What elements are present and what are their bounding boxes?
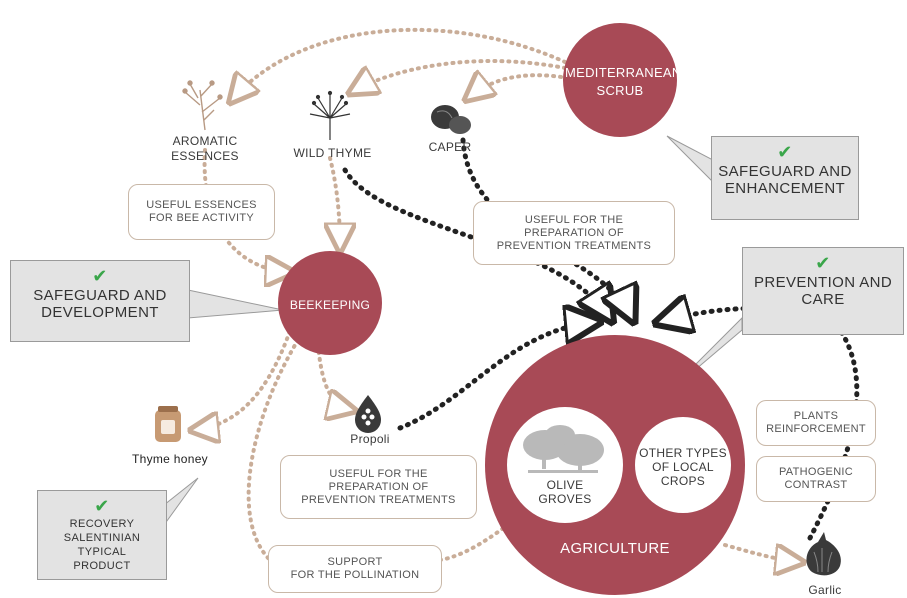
agriculture-to-garlic-link (723, 543, 800, 562)
scrub-to-caper-link (468, 75, 570, 98)
other-crops-circle (635, 417, 731, 513)
garlic-icon (806, 532, 841, 576)
note-pathogenic-contrast: PATHOGENIC CONTRAST (756, 456, 876, 502)
note-bee-essences: USEFUL ESSENCES FOR BEE ACTIVITY (128, 184, 275, 240)
beekeeping-label: BEEKEEPING (289, 298, 371, 312)
propoli-to-agriculture-link (397, 322, 596, 431)
callout-recovery: ✔ RECOVERY SALENTINIAN TYPICAL PRODUCT (37, 490, 167, 580)
callout-safeguard-development: ✔ SAFEGUARD AND DEVELOPMENT (10, 260, 190, 342)
scrub-to-thyme-link (352, 59, 567, 92)
thyme-to-beekeeping-link (330, 156, 340, 248)
note-plants-reinforcement: PLANTS REINFORCEMENT (756, 400, 876, 446)
callout-pointer-development (187, 289, 284, 319)
callout-pointer-enhancement (666, 135, 714, 184)
propoli-drop-icon (355, 395, 381, 433)
caper-icon (431, 105, 471, 134)
garlic-label: Garlic (808, 583, 842, 597)
caper-label: CAPER (428, 140, 472, 154)
olive-trees-icon (523, 425, 604, 473)
wild-thyme-label: WILD THYME (293, 146, 372, 160)
note-pollination: SUPPORT FOR THE POLLINATION (268, 545, 442, 593)
callout-safeguard-enhancement-text: SAFEGUARD AND ENHANCEMENT (718, 163, 852, 197)
callout-prevention-care-text: PREVENTION AND CARE (753, 274, 893, 308)
aromatic-to-beekeeping-link (202, 148, 290, 272)
agriculture-label: AGRICULTURE (560, 540, 670, 557)
callout-safeguard-development-text: SAFEGUARD AND DEVELOPMENT (33, 287, 167, 321)
other-crops-label: OTHER TYPES OF LOCAL CROPS (639, 446, 727, 488)
callout-safeguard-enhancement: ✔ SAFEGUARD AND ENHANCEMENT (711, 136, 859, 220)
check-icon: ✔ (777, 142, 793, 162)
note-prevention-bottom: USEFUL FOR THE PREPARATION OF PREVENTION… (280, 455, 477, 519)
honey-jar-icon (155, 406, 181, 442)
callout-recovery-text: RECOVERY SALENTINIAN TYPICAL PRODUCT (63, 518, 141, 572)
thyme-honey-label: Thyme honey (131, 452, 208, 466)
wild-thyme-icon (309, 90, 351, 140)
beekeeping-to-propoli-link (316, 343, 352, 410)
propoli-label: Propoli (350, 432, 390, 446)
beekeeping-to-honey-link (194, 323, 294, 430)
check-icon: ✔ (815, 253, 831, 273)
beekeeping-node (278, 251, 382, 355)
mediterranean-scrub-label: MEDITERRANEAN SCRUB (565, 65, 682, 98)
mediterranean-scrub-node (563, 23, 677, 137)
callout-pointer-recovery (163, 477, 199, 527)
check-icon: ✔ (92, 266, 108, 286)
olive-groves-label: OLIVE GROVES (538, 478, 592, 506)
thyme-to-agriculture-link (342, 167, 610, 318)
aromatic-essences-label: AROMATIC ESSENCES (171, 134, 239, 163)
scrub-to-aromatic-link (232, 27, 567, 100)
callout-prevention-care: ✔ PREVENTION AND CARE (742, 247, 904, 335)
check-icon: ✔ (94, 496, 110, 516)
note-prevention-top: USEFUL FOR THE PREPARATION OF PREVENTION… (473, 201, 675, 265)
aromatic-branch-icon (182, 80, 223, 131)
pollination-link (246, 338, 517, 562)
